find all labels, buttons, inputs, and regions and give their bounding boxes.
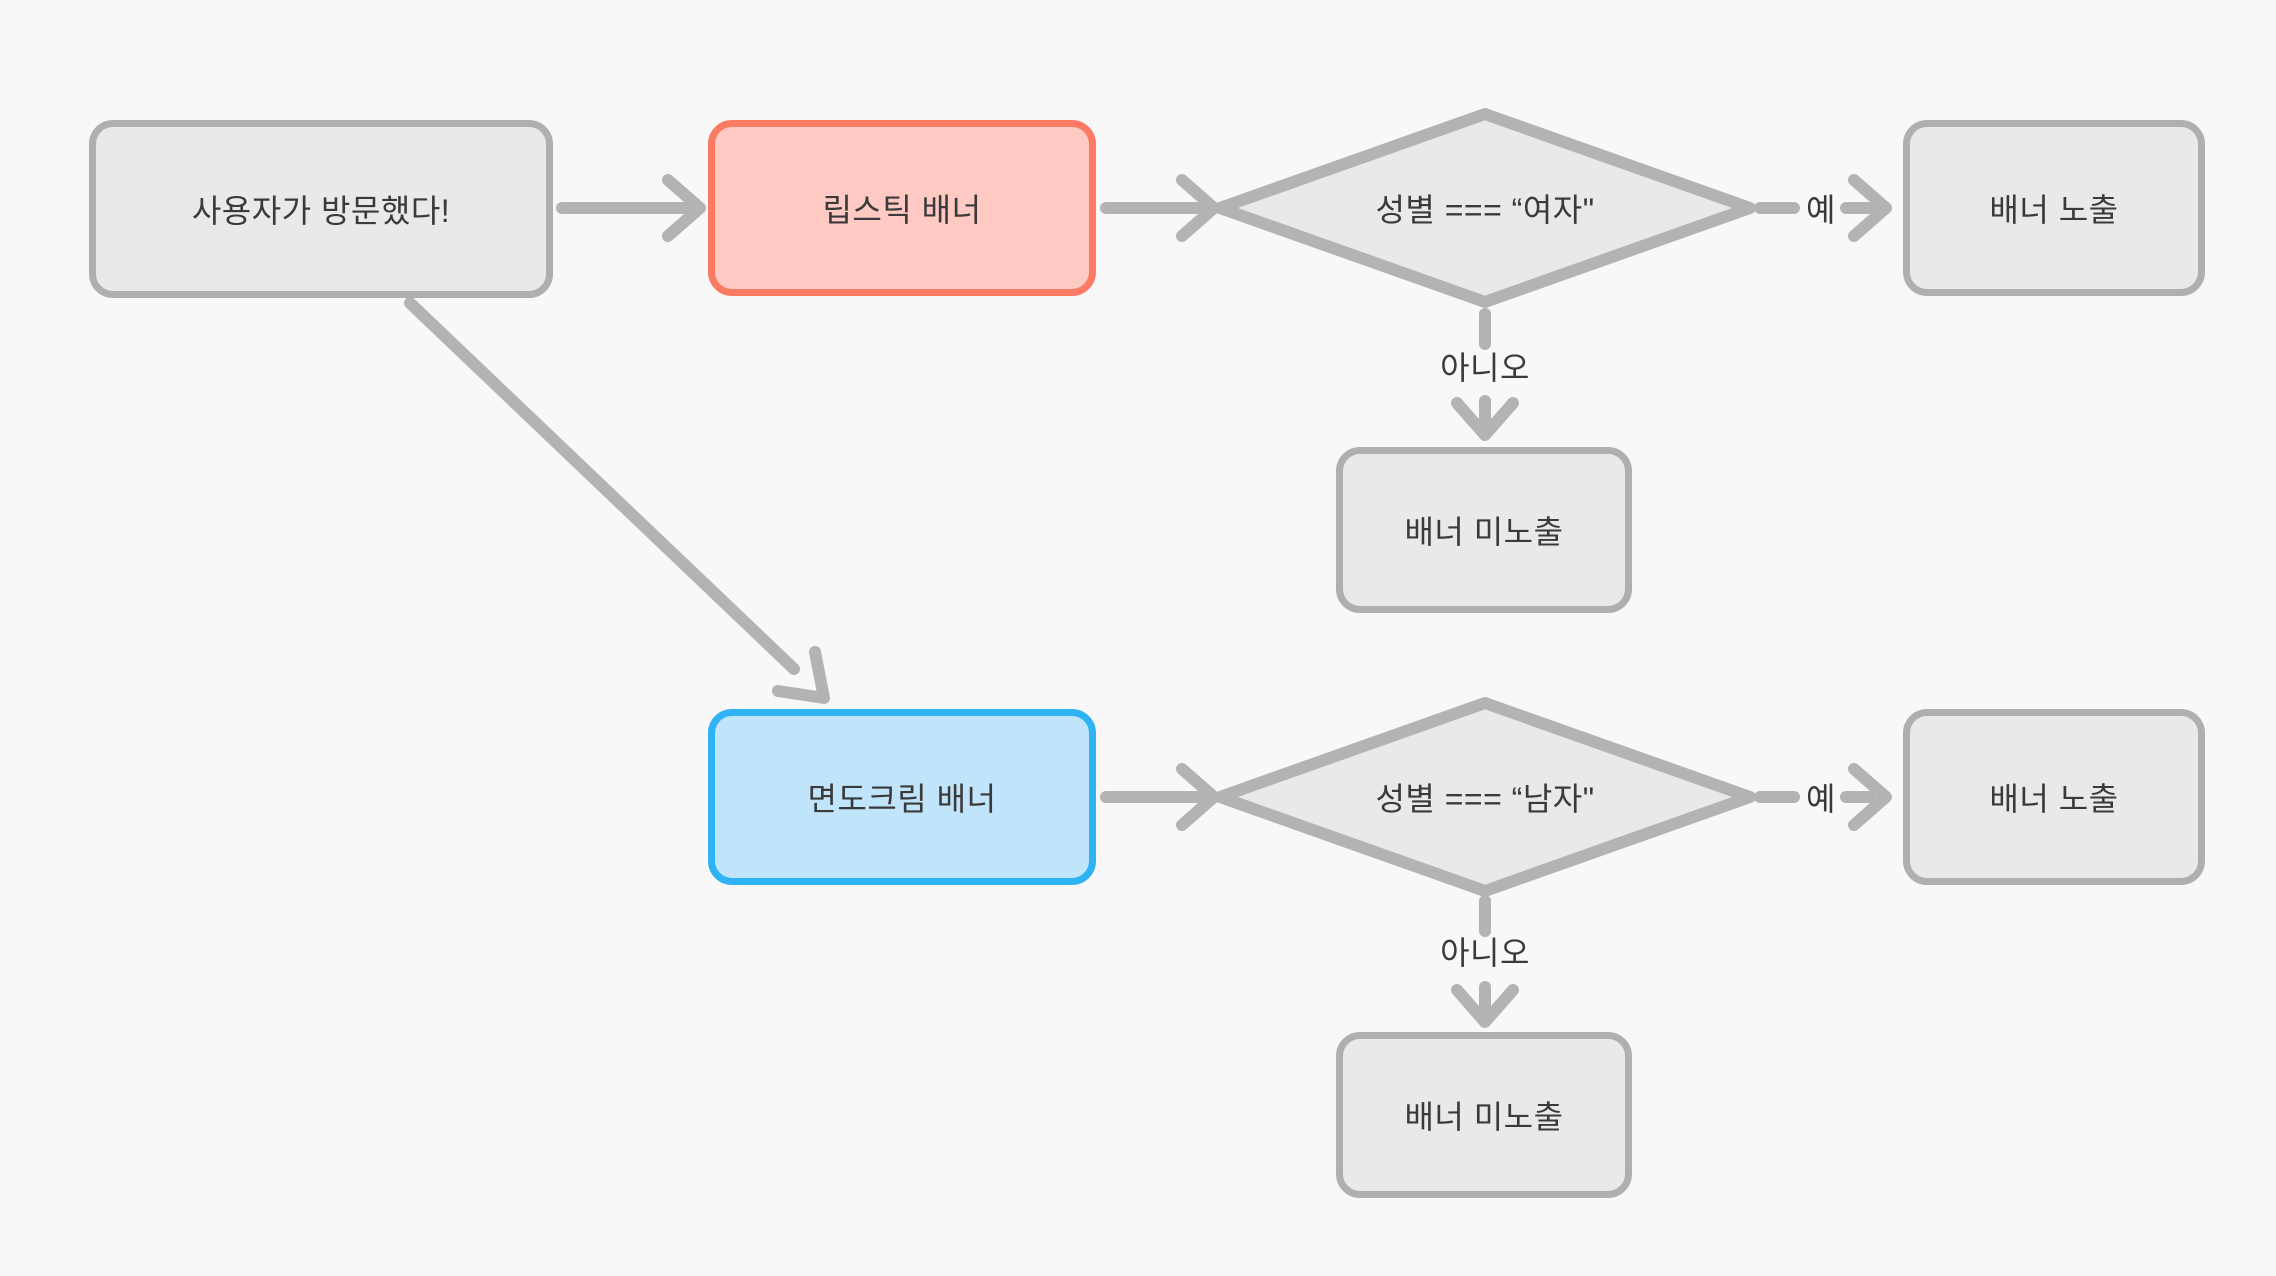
- arrow-start-to-shaving: [404, 297, 830, 704]
- node-banner-hidden-top-label: 배너 미노출: [1404, 514, 1564, 550]
- node-banner-hidden-bottom[interactable]: 배너 미노출: [1336, 1032, 1632, 1198]
- decision-label-male: 성별 === “남자": [1375, 781, 1595, 817]
- edge-label-no-bottom: 아니오: [1440, 935, 1530, 971]
- arrow-no-top: [1451, 308, 1519, 441]
- node-banner-shown-bottom[interactable]: 배너 노출: [1903, 709, 2205, 885]
- arrow-yes-bottom: [1754, 763, 1892, 831]
- arrow-start-to-lipstick: [556, 174, 706, 242]
- arrow-lipstick-to-decision: [1100, 174, 1220, 242]
- node-banner-hidden-bottom-label: 배너 미노출: [1404, 1099, 1564, 1135]
- node-banner-shown-bottom-label: 배너 노출: [1989, 781, 2119, 817]
- node-user-visited[interactable]: 사용자가 방문했다!: [89, 120, 553, 298]
- node-shaving-cream-banner-label: 면도크림 배너: [807, 781, 997, 817]
- node-user-visited-label: 사용자가 방문했다!: [191, 193, 451, 229]
- edge-label-yes-bottom: 예: [1806, 781, 1836, 817]
- arrow-no-bottom: [1451, 895, 1519, 1028]
- node-lipstick-banner-label: 립스틱 배너: [822, 192, 982, 228]
- decision-label-female: 성별 === “여자": [1375, 192, 1595, 228]
- arrow-shaving-to-decision: [1100, 763, 1220, 831]
- node-banner-hidden-top[interactable]: 배너 미노출: [1336, 447, 1632, 613]
- arrow-yes-top: [1754, 174, 1892, 242]
- decision-diamond-female[interactable]: [1214, 108, 1756, 308]
- node-lipstick-banner[interactable]: 립스틱 배너: [708, 120, 1096, 296]
- decision-diamond-male[interactable]: [1214, 697, 1756, 897]
- edge-label-yes-top: 예: [1806, 192, 1836, 228]
- node-shaving-cream-banner[interactable]: 면도크림 배너: [708, 709, 1096, 885]
- node-banner-shown-top[interactable]: 배너 노출: [1903, 120, 2205, 296]
- edge-label-no-top: 아니오: [1440, 350, 1530, 386]
- node-banner-shown-top-label: 배너 노출: [1989, 192, 2119, 228]
